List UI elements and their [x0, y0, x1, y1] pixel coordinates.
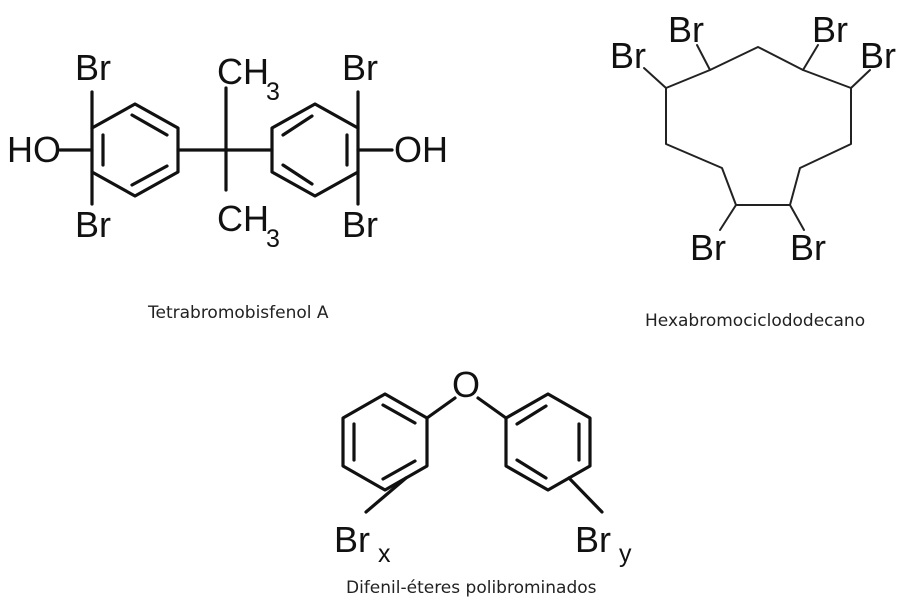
- hbcd-caption: Hexabromociclododecano: [645, 311, 866, 331]
- atom-oh: HO: [7, 129, 61, 170]
- tbbpa-right-ring-inner-bond: [281, 114, 314, 137]
- atom-br: Br: [812, 9, 848, 50]
- atom-br: Br: [342, 47, 378, 88]
- pbde-ether-bond: [476, 396, 508, 420]
- atom-br: Br: [75, 204, 111, 245]
- tbbpa-structure: Br Br HO Br Br OH CH 3 CH 3: [7, 47, 448, 253]
- tbbpa-caption: Tetrabromobisfenol A: [148, 303, 329, 323]
- pbde-br-bond: [364, 476, 408, 514]
- tbbpa-left-ring-inner-bond: [130, 113, 169, 137]
- tbbpa-right-ring: [270, 102, 360, 198]
- atom-br: Br: [690, 227, 726, 268]
- atom-br: Br: [668, 9, 704, 50]
- atom-subscript: x: [378, 540, 391, 568]
- atom-br: Br: [610, 35, 646, 76]
- hbcd-br-bond: [719, 204, 737, 231]
- pbde-left-ring-inner-bond: [381, 459, 417, 481]
- atom-ch: CH: [217, 198, 269, 239]
- tbbpa-right-ring-inner-bond: [281, 163, 314, 186]
- hbcd-br-bond: [850, 69, 871, 89]
- atom-o: O: [452, 364, 480, 405]
- hbcd-br-bond: [696, 44, 711, 71]
- atom-br: Br: [334, 519, 370, 560]
- pbde-caption: Difenil-éteres polibrominados: [346, 578, 597, 598]
- atom-br: Br: [790, 227, 826, 268]
- atom-subscript: 3: [266, 225, 280, 253]
- pbde-ether-bond: [425, 396, 457, 420]
- pbde-right-ring-inner-bond: [515, 458, 548, 480]
- atom-br: Br: [575, 519, 611, 560]
- atom-subscript: 3: [266, 78, 280, 106]
- hbcd-br-bond: [802, 44, 819, 71]
- hbcd-ring: [665, 46, 852, 206]
- atom-oh: OH: [394, 129, 448, 170]
- hbcd-br-bond: [789, 204, 805, 231]
- hbcd-structure: Br Br Br Br Br Br: [610, 9, 896, 268]
- atom-br: Br: [342, 204, 378, 245]
- pbde-right-ring-inner-bond: [515, 404, 548, 426]
- atom-br: Br: [860, 35, 896, 76]
- pbde-br-bond: [567, 476, 604, 514]
- atom-subscript: y: [619, 540, 632, 568]
- pbde-structure: O Br x Br y: [334, 364, 632, 568]
- pbde-left-ring-inner-bond: [381, 403, 417, 425]
- hbcd-br-bond: [643, 67, 667, 89]
- tbbpa-left-ring-inner-bond: [130, 164, 169, 187]
- atom-ch: CH: [217, 51, 269, 92]
- atom-br: Br: [75, 47, 111, 88]
